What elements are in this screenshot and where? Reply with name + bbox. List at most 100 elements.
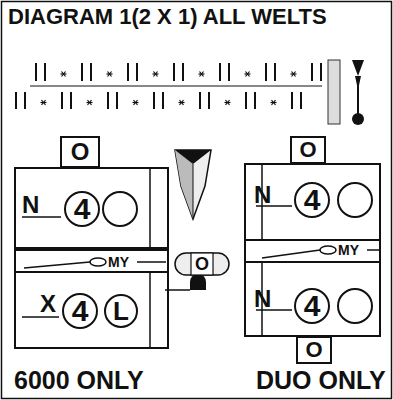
stitch-tick xyxy=(291,92,293,109)
needle-dot xyxy=(352,113,364,125)
stitch-tick xyxy=(127,63,129,81)
stitch-tick xyxy=(173,63,175,81)
stitch-rows xyxy=(16,63,321,109)
stitch-star xyxy=(154,72,158,77)
stitch-star xyxy=(108,72,112,77)
yarn-line xyxy=(262,250,320,258)
panel-frame xyxy=(245,164,380,240)
panel-frame xyxy=(245,262,380,336)
stitch-star xyxy=(62,72,66,77)
panel-frame xyxy=(15,272,168,348)
letter-circle: L xyxy=(104,294,138,328)
stitch-star xyxy=(226,100,230,105)
pointer-tip xyxy=(175,150,211,164)
node-text: 4 xyxy=(72,296,89,326)
yarn-eye xyxy=(90,258,106,266)
stitch-star xyxy=(246,72,250,77)
stitch-star xyxy=(292,72,296,77)
stitch-tick xyxy=(44,63,46,81)
stitch-tick xyxy=(24,92,26,109)
footer-note: DUO ONLY xyxy=(256,368,386,393)
yarn-eye xyxy=(320,246,336,254)
leader-letter: N xyxy=(22,193,39,217)
stitch-tick xyxy=(219,63,221,81)
stitch-star xyxy=(88,100,92,105)
leader-letter: X xyxy=(40,292,56,316)
stitch-tick xyxy=(116,92,118,109)
yarn-line xyxy=(367,249,380,251)
pointer-ridge xyxy=(193,164,194,219)
stitch-tick xyxy=(208,92,210,109)
node-text: 4 xyxy=(304,185,321,215)
lever-line xyxy=(165,289,190,291)
number-circle: 4 xyxy=(294,288,330,324)
leader-letter: N xyxy=(254,183,271,207)
node-text: O xyxy=(71,140,90,164)
stitch-tick xyxy=(153,92,155,109)
stitch-tick xyxy=(90,63,92,81)
stitch-star xyxy=(42,100,46,105)
yarn-label: MY xyxy=(338,243,359,257)
stitch-star xyxy=(134,100,138,105)
stitch-tick xyxy=(265,63,267,81)
yarn-label: MY xyxy=(108,255,129,269)
stitch-star xyxy=(200,72,204,77)
stitch-tick xyxy=(136,63,138,81)
stitch-tick xyxy=(300,92,302,109)
stitch-star xyxy=(292,72,296,77)
number-circle: 4 xyxy=(62,293,98,329)
stitch-star xyxy=(134,100,138,105)
needle-shaft xyxy=(357,76,359,114)
node-text: L xyxy=(113,298,129,324)
node-text: O xyxy=(305,339,322,361)
panel-divider xyxy=(149,168,151,248)
stitch-tick xyxy=(182,63,184,81)
top-box: O xyxy=(60,136,100,168)
stitch-tick xyxy=(274,63,276,81)
node-text: O xyxy=(299,139,316,161)
number-circle: 4 xyxy=(64,191,100,227)
node-text: 4 xyxy=(74,194,91,224)
leader-line xyxy=(22,316,59,318)
pointer-shape xyxy=(175,150,211,219)
footer-note: 6000 ONLY xyxy=(14,368,144,393)
circle-outline xyxy=(65,192,99,226)
circle-outline xyxy=(295,289,329,323)
capsule-window xyxy=(191,253,213,275)
stitch-tick xyxy=(15,92,17,109)
capsule-outline xyxy=(175,253,229,275)
stitch-star xyxy=(180,100,184,105)
stitch-tick xyxy=(245,92,247,109)
empty-circle xyxy=(338,183,372,217)
stitch-star xyxy=(108,72,112,77)
panel-divider xyxy=(149,272,151,348)
stitch-star xyxy=(62,72,66,77)
yarn-line xyxy=(137,261,166,263)
stitch-tick xyxy=(311,63,313,81)
empty-circle xyxy=(103,192,137,226)
empty-circle xyxy=(338,289,372,323)
stitch-tick xyxy=(35,63,37,81)
stitch-star xyxy=(42,100,46,105)
number-circle: 4 xyxy=(294,182,330,218)
stitch-tick xyxy=(162,92,164,109)
panel-band xyxy=(245,240,380,262)
node-text: O xyxy=(195,255,209,273)
gauge-bar xyxy=(328,60,340,124)
slider-piece: O xyxy=(174,252,230,276)
stitch-star xyxy=(200,72,204,77)
stitch-star xyxy=(272,100,276,105)
stitch-tick xyxy=(199,92,201,109)
top-box: O xyxy=(290,136,326,164)
panel-band xyxy=(15,250,168,272)
stitch-star xyxy=(180,100,184,105)
stitch-tick xyxy=(228,63,230,81)
stitch-tick xyxy=(70,92,72,109)
stitch-star xyxy=(88,100,92,105)
node-text: 4 xyxy=(304,291,321,321)
lever-knob xyxy=(190,274,206,290)
stitch-star xyxy=(272,100,276,105)
stitch-star xyxy=(226,100,230,105)
